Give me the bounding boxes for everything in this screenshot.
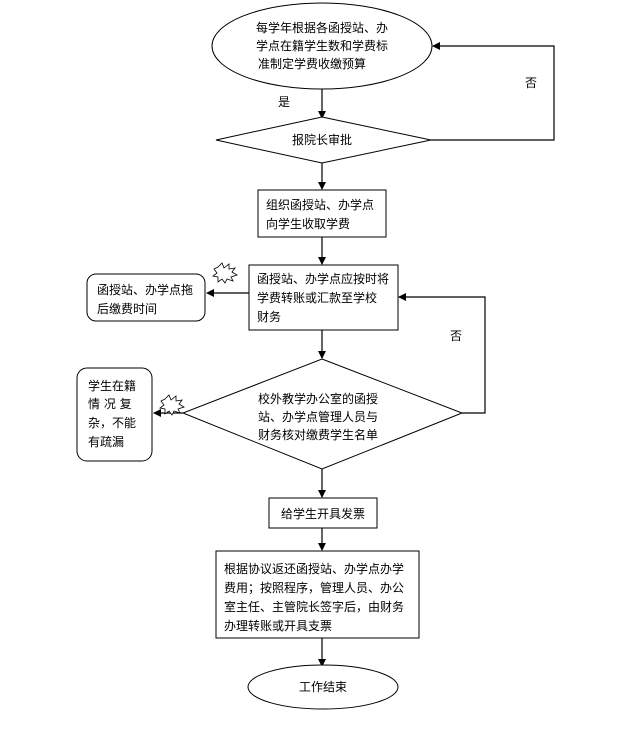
node-refund-line: 根据协议返还函授站、办学点办学 [224, 561, 404, 576]
node-refund-line: 办理转账或开具支票 [224, 618, 332, 633]
node-risk-complex-line: 有疏漏 [88, 434, 124, 449]
node-refund: 根据协议返还函授站、办学点办学 费用；按照程序，管理人员、办公 室主任、主管院长… [215, 550, 420, 639]
node-risk-delay-line: 后缴费时间 [97, 301, 157, 316]
node-transfer-line: 财务 [257, 309, 281, 324]
node-start-line: 每学年根据各函授站、办 [256, 20, 388, 35]
node-approve-line: 报院长审批 [292, 132, 352, 147]
node-start: 每学年根据各函授站、办 学点在籍学生数和学费标 准制定学费收缴预算 [211, 2, 433, 90]
node-end-line: 工作结束 [299, 680, 347, 694]
node-start-line: 准制定学费收缴预算 [258, 56, 366, 71]
node-approve: 报院长审批 [215, 116, 432, 164]
node-verify: 校外教学办公室的函授 站、办学点管理人员与 财务核对缴费学生名单 [181, 358, 464, 470]
label-yes: 是 [278, 95, 290, 109]
node-transfer: 函授站、办学点应按时将 学费转账或汇款至学校 财务 [248, 264, 399, 331]
node-risk-complex: 学生在籍 情 况 复 杂，不能 有疏漏 [76, 367, 153, 462]
risk-burst-icon [159, 394, 185, 416]
node-transfer-line: 学费转账或汇款至学校 [257, 290, 377, 305]
node-start-line: 学点在籍学生数和学费标 [256, 38, 388, 53]
node-end: 工作结束 [247, 664, 399, 710]
node-verify-line: 财务核对缴费学生名单 [258, 427, 378, 442]
node-invoice: 给学生开具发票 [268, 497, 378, 529]
edge-approve-no-to-start [431, 42, 555, 141]
node-risk-complex-line: 情 况 复 [88, 397, 132, 411]
node-collect: 组织函授站、办学点 向学生收取学费 [257, 189, 387, 238]
node-risk-delay-line: 函授站、办学点拖 [97, 282, 193, 297]
node-risk-complex-line: 学生在籍 [88, 378, 136, 393]
node-risk-complex-line: 杂，不能 [88, 416, 136, 430]
node-collect-line: 向学生收取学费 [266, 216, 350, 231]
node-verify-line: 校外教学办公室的函授 [258, 391, 378, 406]
node-transfer-line: 函授站、办学点应按时将 [257, 271, 389, 286]
node-refund-line: 室主任、主管院长签字后，由财务 [224, 599, 404, 614]
node-collect-line: 组织函授站、办学点 [266, 197, 374, 212]
connectors [153, 42, 555, 667]
node-refund-line: 费用；按照程序，管理人员、办公 [224, 580, 404, 595]
label-no-mid: 否 [450, 329, 462, 343]
edge-verify-no-to-transfer [398, 293, 486, 414]
risk-burst-icon [212, 262, 238, 284]
node-invoice-line: 给学生开具发票 [281, 506, 365, 521]
node-risk-delay: 函授站、办学点拖 后缴费时间 [86, 273, 206, 322]
node-verify-line: 站、办学点管理人员与 [258, 409, 378, 424]
label-no-top: 否 [525, 76, 537, 90]
